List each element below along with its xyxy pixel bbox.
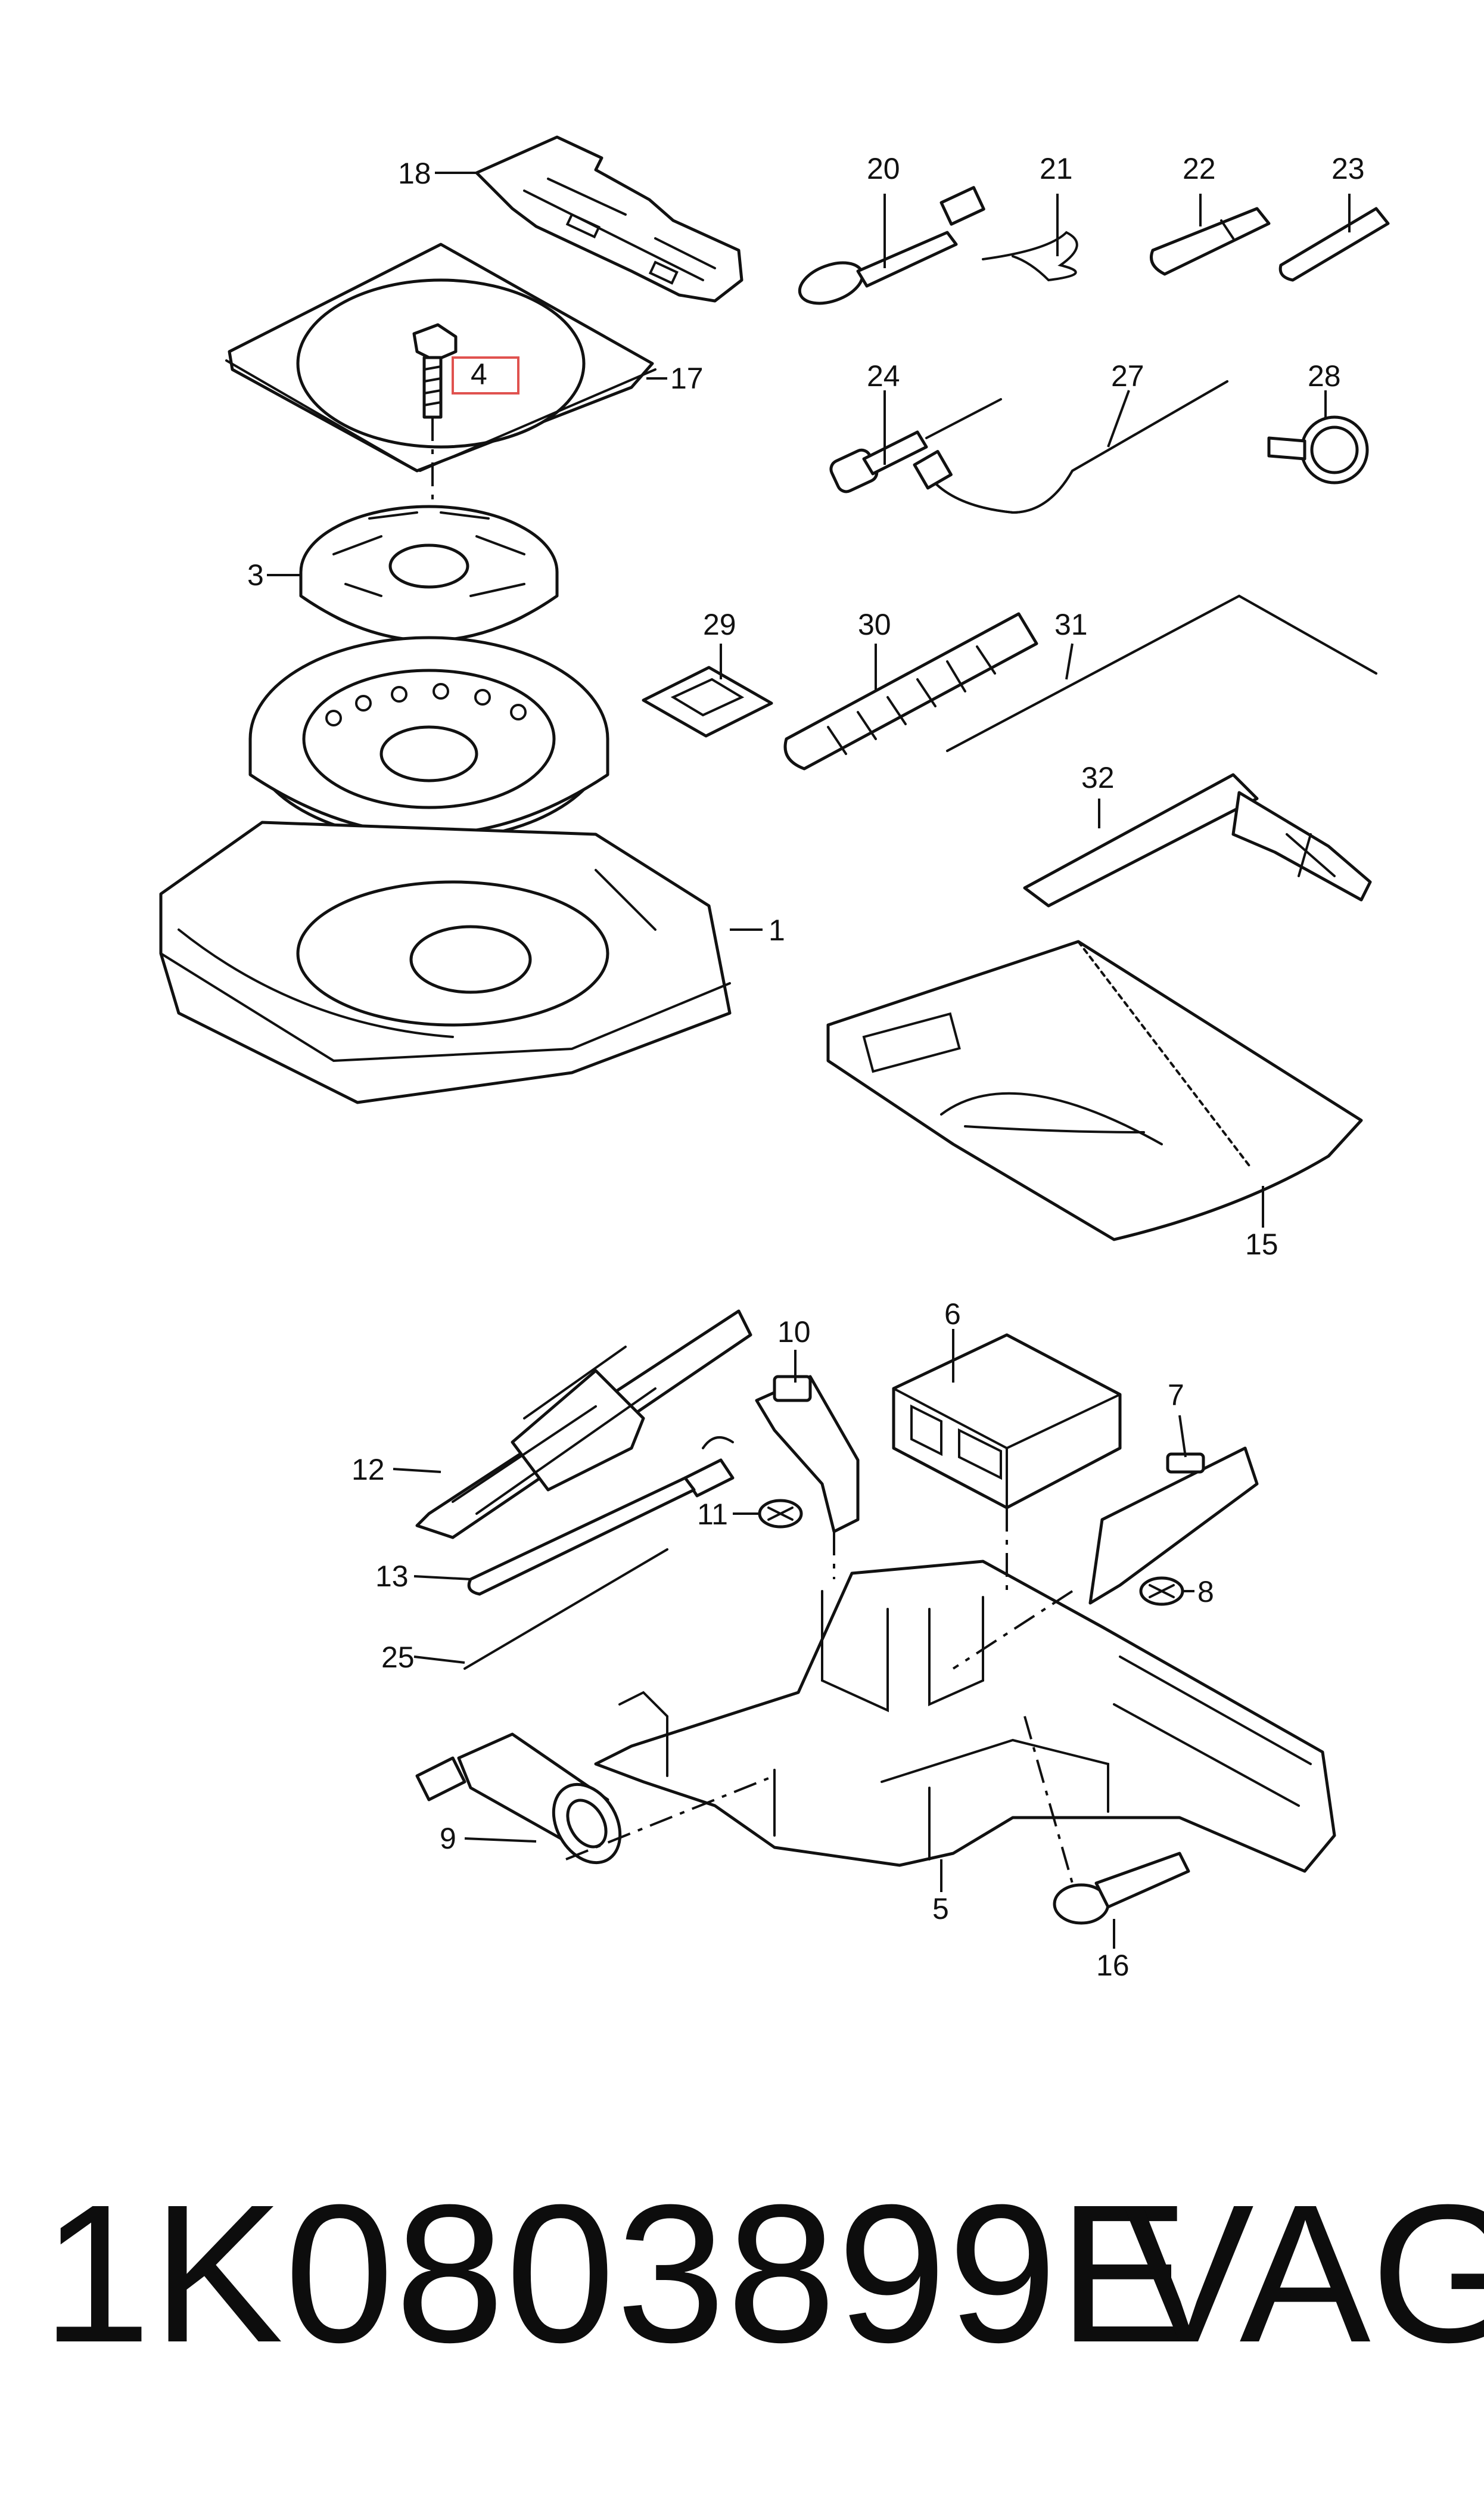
part-15-bag [826, 940, 1363, 1241]
assembly-line [1023, 1716, 1074, 1884]
callout-21: 21 [1040, 152, 1073, 185]
part-32-tool [1023, 773, 1372, 908]
part-28-gauge [1267, 415, 1369, 484]
part-12-jack [415, 1309, 752, 1539]
highlight-box [452, 356, 519, 395]
part-1-wheel-well-insert [159, 821, 732, 1104]
callout-11: 11 [697, 1498, 728, 1531]
callout-30: 30 [858, 608, 891, 641]
callout-3: 3 [247, 558, 264, 592]
callout-17: 17 [670, 362, 704, 395]
part-30-socket-tool [783, 612, 1038, 771]
callout-22: 22 [1183, 152, 1216, 185]
part-29-label [642, 666, 773, 738]
spare-wheel [248, 636, 609, 842]
part-3-foam-insert [299, 505, 559, 642]
callout-10: 10 [777, 1315, 811, 1349]
part-31-rod [946, 594, 1377, 752]
callout-18: 18 [398, 157, 431, 190]
part-9-compressor [415, 1732, 622, 1865]
part-13-crank [467, 1476, 696, 1596]
part-10-bracket [755, 1375, 860, 1533]
callout-5: 5 [932, 1892, 949, 1925]
part-22-holder [1150, 207, 1271, 276]
part-27-bar [913, 380, 1228, 514]
part-5-tray [594, 1560, 1336, 1873]
callout-6: 6 [944, 1297, 961, 1331]
part-20-wrench [798, 186, 985, 305]
part-6-box [892, 1333, 1122, 1509]
callout-23: 23 [1331, 152, 1365, 185]
footer: 1K0803899E VAG [0, 2157, 1484, 2431]
callout-16: 16 [1096, 1949, 1130, 1982]
callout-15: 15 [1245, 1228, 1278, 1261]
callout-20: 20 [867, 152, 900, 185]
brand-label: VAG [1123, 2163, 1484, 2383]
leader-lines [267, 172, 1351, 1949]
part-8-clip [1139, 1576, 1184, 1606]
callout-27: 27 [1111, 359, 1144, 393]
callout-13: 13 [375, 1560, 409, 1593]
assembly-line [565, 1775, 775, 1860]
callout-32: 32 [1081, 761, 1115, 794]
callout-7: 7 [1168, 1378, 1184, 1412]
callout-4: 4 [471, 358, 487, 391]
callout-31: 31 [1054, 608, 1088, 641]
assembly-line [952, 1590, 1074, 1670]
part-16-cap [1053, 1852, 1190, 1925]
part-number: 1K0803899E [42, 2163, 1191, 2383]
part-7-bracket [1088, 1446, 1259, 1605]
callout-8: 8 [1197, 1575, 1214, 1608]
callout-1: 1 [769, 914, 785, 947]
part-11-clip [758, 1499, 803, 1529]
callout-9: 9 [440, 1822, 456, 1855]
part-4-bolt [412, 323, 458, 584]
callout-29: 29 [703, 608, 736, 641]
part-24-tool [829, 398, 1002, 493]
callout-24: 24 [867, 359, 900, 393]
callout-25: 25 [381, 1641, 415, 1674]
parts-diagram: 18 17 4 3 1 20 21 22 23 24 27 28 29 30 3… [159, 135, 1390, 1982]
part-23-pin [1278, 207, 1390, 282]
callout-12: 12 [351, 1453, 385, 1486]
callout-28: 28 [1308, 359, 1341, 393]
part-21-clip [982, 231, 1078, 282]
part-25-rod [463, 1548, 668, 1670]
part-18-bracket [475, 135, 743, 303]
